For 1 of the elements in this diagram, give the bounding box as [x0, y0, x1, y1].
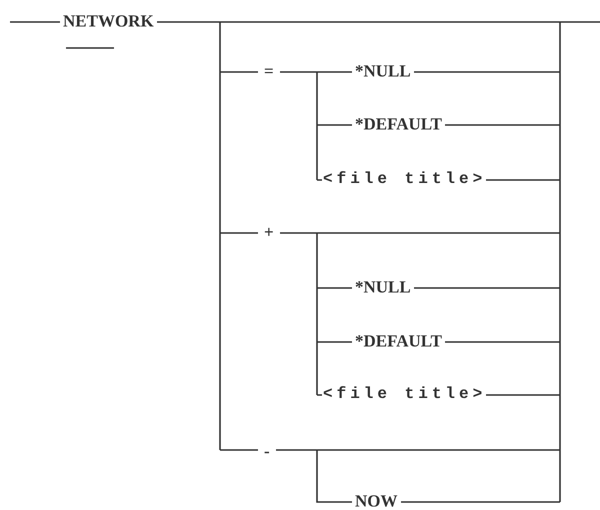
keyword-label: NOW — [352, 492, 400, 510]
